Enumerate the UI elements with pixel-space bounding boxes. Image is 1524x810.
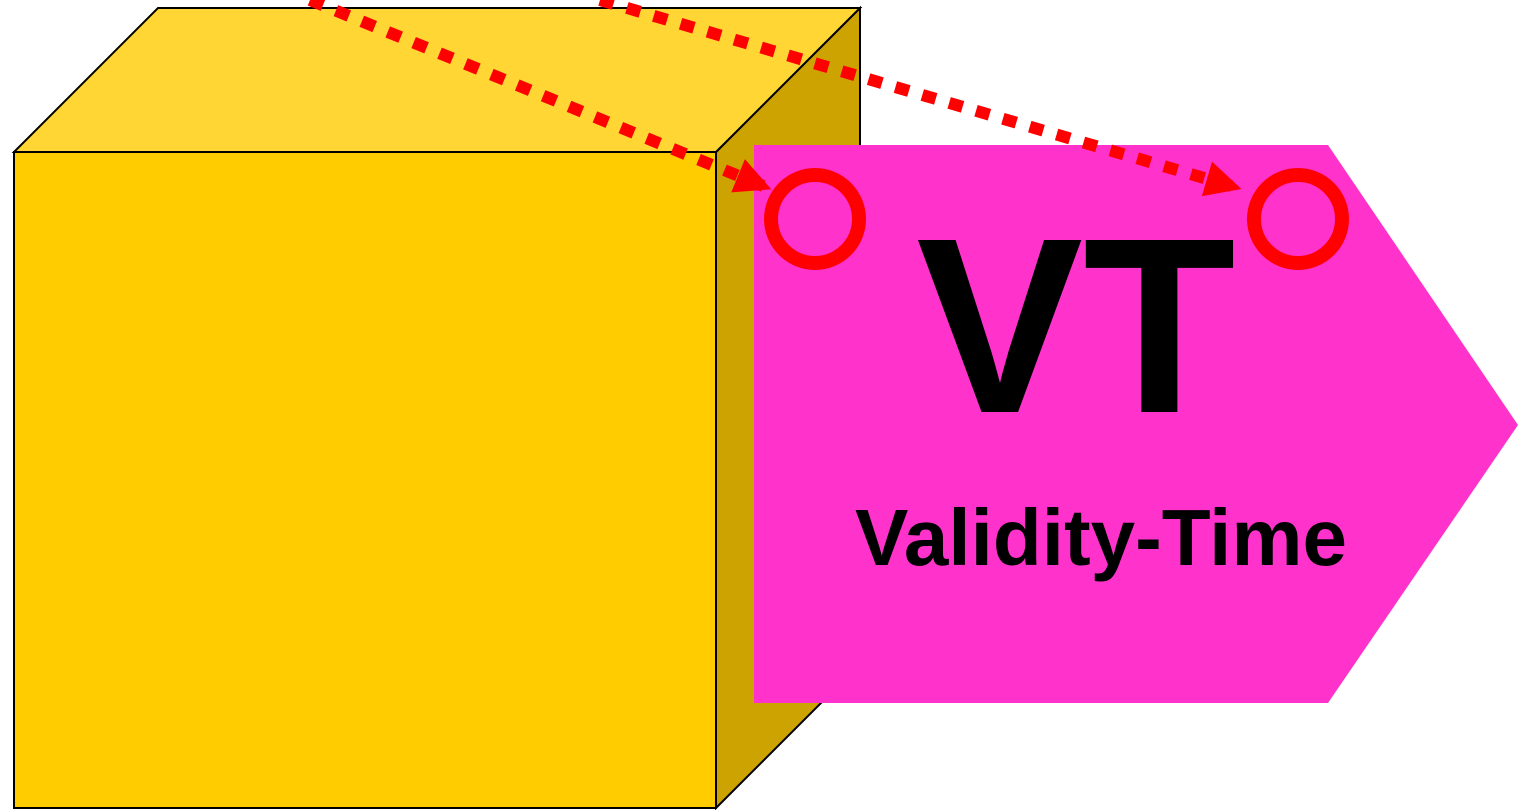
tag-full-label: Validity-Time (855, 493, 1347, 582)
cube-front-face (13, 151, 717, 809)
cube-top-face (11, 7, 863, 153)
tag-abbreviation: VT (916, 186, 1235, 465)
validity-time-tag (754, 145, 1518, 703)
cube (11, 5, 863, 810)
left-ring-marker-icon (764, 168, 866, 270)
right-ring-marker-icon (1247, 168, 1349, 270)
